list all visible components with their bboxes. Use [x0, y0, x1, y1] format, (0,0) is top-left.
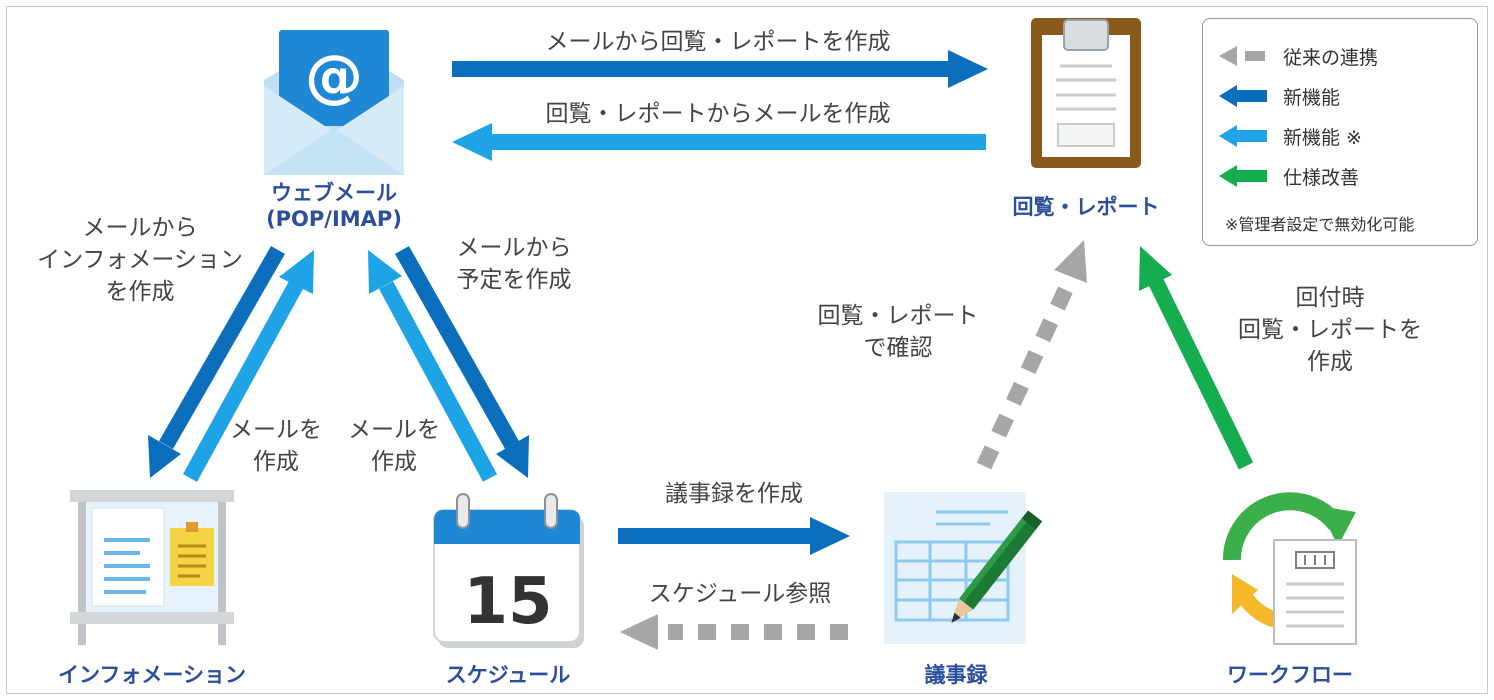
edge-label-workflow-to-report: 回付時 回覧・レポートを 作成: [1238, 282, 1422, 378]
edge-label-report-to-mail: 回覧・レポートからメールを作成: [545, 101, 891, 127]
gray-dashed-arrow-icon: [1219, 46, 1265, 66]
webmail-label: ウェブメール (POP/IMAP): [266, 180, 402, 232]
dark-blue-arrow-icon: [1219, 85, 1267, 107]
arrow-minutes-to-schedule: [620, 614, 848, 650]
edge-label-workflow-to-report-line1: 回付時: [1295, 285, 1365, 311]
legend: 従来の連携 新機能 新機能 ※ 仕様改善 ※管理者設定で無効化可能: [1202, 18, 1478, 246]
edge-label-info-to-mail-line1: メールを: [230, 417, 322, 443]
webmail-label-line1: ウェブメール: [270, 181, 397, 205]
legend-item-existing: 従来の連携: [1219, 41, 1378, 71]
webmail-label-line2: (POP/IMAP): [266, 207, 402, 231]
legend-item-new: 新機能: [1219, 81, 1340, 111]
schedule-label: スケジュール: [445, 663, 571, 687]
edge-label-mail-to-schedule: メールから 予定を作成: [457, 232, 572, 296]
edge-label-minutes-to-report-line1: 回覧・レポート: [817, 303, 979, 329]
edge-label-minutes-to-report: 回覧・レポート で確認: [818, 300, 979, 364]
workflow-label: ワークフロー: [1227, 663, 1353, 687]
edge-label-schedule-to-mail-line2: 作成: [371, 449, 417, 475]
arrow-workflow-to-report: [1139, 246, 1254, 470]
arrow-mail-to-report: [452, 50, 988, 88]
edge-label-workflow-to-report-line3: 作成: [1307, 349, 1353, 375]
envelope-at-icon: @: [264, 30, 404, 175]
green-arrow-icon: [1219, 165, 1267, 187]
edge-label-schedule-to-mail-line1: メールを: [348, 417, 440, 443]
light-blue-arrow-icon: [1219, 125, 1267, 147]
edge-label-mail-to-schedule-line1: メールから: [456, 235, 572, 261]
table-pencil-icon: [884, 492, 1043, 644]
report-label: 回覧・レポート: [1012, 195, 1160, 219]
diagram-frame: [6, 6, 1488, 694]
arrow-mail-to-schedule: [395, 246, 529, 478]
edge-label-mail-to-info: メールから インフォメーション を作成: [37, 212, 243, 308]
edge-label-info-to-mail-line2: 作成: [253, 449, 299, 475]
bulletin-board-icon: [70, 490, 234, 645]
legend-note: ※管理者設定で無効化可能: [1225, 215, 1415, 234]
calendar-date: 15: [463, 565, 552, 639]
edge-label-mail-to-schedule-line2: 予定を作成: [456, 267, 572, 293]
legend-item-improved: 仕様改善: [1219, 161, 1359, 191]
edge-label-schedule-to-mail: メールを 作成: [348, 414, 440, 478]
edge-label-mail-to-report: メールから回覧・レポートを作成: [545, 29, 891, 55]
edge-label-minutes-to-schedule: スケジュール参照: [648, 581, 832, 607]
svg-text:@: @: [305, 42, 363, 110]
edge-label-workflow-to-report-line2: 回覧・レポートを: [1238, 317, 1422, 343]
arrow-schedule-to-mail: [368, 250, 498, 482]
edge-label-minutes-to-report-line2: で確認: [863, 335, 933, 361]
edge-label-schedule-to-minutes: 議事録を作成: [665, 481, 803, 507]
arrow-report-to-mail: [452, 123, 986, 161]
calendar-icon: 15: [433, 493, 584, 648]
arrow-mail-to-information: [148, 246, 285, 478]
minutes-label: 議事録: [924, 663, 988, 687]
legend-label-improved: 仕様改善: [1283, 166, 1360, 189]
legend-label-existing: 従来の連携: [1283, 46, 1379, 69]
edge-label-mail-to-info-line3: を作成: [105, 279, 175, 305]
edge-label-info-to-mail: メールを 作成: [230, 414, 322, 478]
workflow-cycle-icon: [1222, 492, 1357, 645]
arrow-information-to-mail: [182, 250, 314, 482]
arrow-schedule-to-minutes: [618, 517, 850, 555]
edge-label-mail-to-info-line1: メールから: [82, 215, 198, 241]
legend-label-new-optional: 新機能 ※: [1283, 126, 1362, 149]
information-label: インフォメーション: [58, 663, 246, 687]
legend-label-new: 新機能: [1283, 86, 1341, 109]
arrow-minutes-to-report: [976, 240, 1087, 470]
clipboard-icon: [1031, 18, 1141, 168]
edge-label-mail-to-info-line2: インフォメーション: [37, 247, 243, 273]
legend-item-new-optional: 新機能 ※: [1219, 121, 1362, 151]
